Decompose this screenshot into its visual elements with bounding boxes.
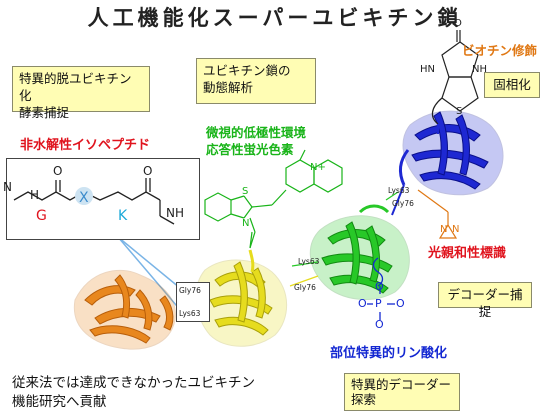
diazirine-n1-label: N [440,224,448,235]
biotin-hn-label: HN [420,64,435,75]
yellow-ubiquitin [195,249,288,347]
atom-o-label: O [53,164,63,178]
gly76-label-3: Gly76 [392,199,414,208]
green-ubiquitin [309,204,410,300]
label-phosphorylation: 部位特異的リン酸化 [330,346,448,361]
lys63-label-3: Lys63 [388,186,410,195]
dye-n-plus-label: N+ [310,162,326,173]
phosphate-o-right: O [396,297,405,310]
lys63-label-1: Lys63 [179,309,201,318]
footer-line1: 従来法では達成できなかったユビキチン [12,375,255,391]
isopeptide-skeleton [13,178,175,225]
biotin-structure [431,30,479,134]
phosphate-o-left: O [358,297,367,310]
orange-ubiquitin [73,269,176,350]
callout-dynamics-line1: ユビキチン鎖の [203,63,291,78]
phosphate-p-label: P [375,297,382,310]
diazirine-structure [417,189,458,239]
fluorescent-dye-structure [204,149,343,249]
dye-n-label: N [242,218,250,229]
callout-decoder-capture: デコーダー捕捉 [438,282,532,319]
callout-dynamics-line2: 動態解析 [203,80,254,95]
phosphate-o-bottom: O [375,318,384,331]
label-biotin: ビオチン修飾 [462,43,538,58]
callout-dynamics: ユビキチン鎖の 動態解析 [196,58,316,104]
biotin-s-label: S [456,106,463,117]
phosphate-o-top: O [375,280,384,293]
phosphate-structure [367,257,395,320]
footer-line2: 機能研究へ貢献 [12,394,107,410]
biotin-nh-label: NH [472,64,487,75]
label-fluorescent-dye: 微視的低極性環境 応答性蛍光色素 [206,124,306,158]
atom-o-label-2: O [143,164,153,178]
dye-s-label: S [242,186,249,197]
callout-specific-decoder-line2: 探索 [351,392,377,407]
label-fluorescent-dye-line1: 微視的低極性環境 [206,125,307,140]
label-photoaffinity: 光親和性標識 [428,246,507,261]
residue-g-label: G [36,208,47,224]
callout-specific-decoder: 特異的デコーダー 探索 [344,373,460,411]
connector-line [117,236,181,289]
atom-nh-label: NH [166,206,184,220]
blue-ubiquitin [391,110,504,216]
biotin-o-label: O [454,18,462,29]
atom-n-label: N [3,180,12,194]
callout-solid-phase: 固相化 [484,72,540,98]
atom-h-label: H [30,188,40,202]
residue-k-label: K [118,208,128,224]
lys63-label-2: Lys63 [298,257,320,266]
gly76-label-1: Gly76 [179,286,201,295]
residue-x-label: X [79,190,89,206]
callout-deubiquitinase-line1: 特異的脱ユビキチン化 [19,71,132,103]
diazirine-n2-label: N [452,224,460,235]
page-title: 人工機能化スーパーユビキチン鎖 [87,5,463,30]
callout-specific-decoder-line1: 特異的デコーダー [351,377,452,392]
callout-deubiquitinase: 特異的脱ユビキチン化 酵素捕捉 [12,66,150,120]
callout-deubiquitinase-line2: 酵素捕捉 [19,105,70,120]
label-nonhydrolyzable-isopeptide: 非水解性イソペプチド [20,138,151,153]
gly-lys-junction-box [176,282,210,322]
footer-text: 従来法では達成できなかったユビキチン 機能研究へ貢献 [12,374,255,412]
connector-line [117,236,183,313]
label-fluorescent-dye-line2: 応答性蛍光色素 [206,142,294,157]
gly76-label-2: Gly76 [294,283,316,292]
